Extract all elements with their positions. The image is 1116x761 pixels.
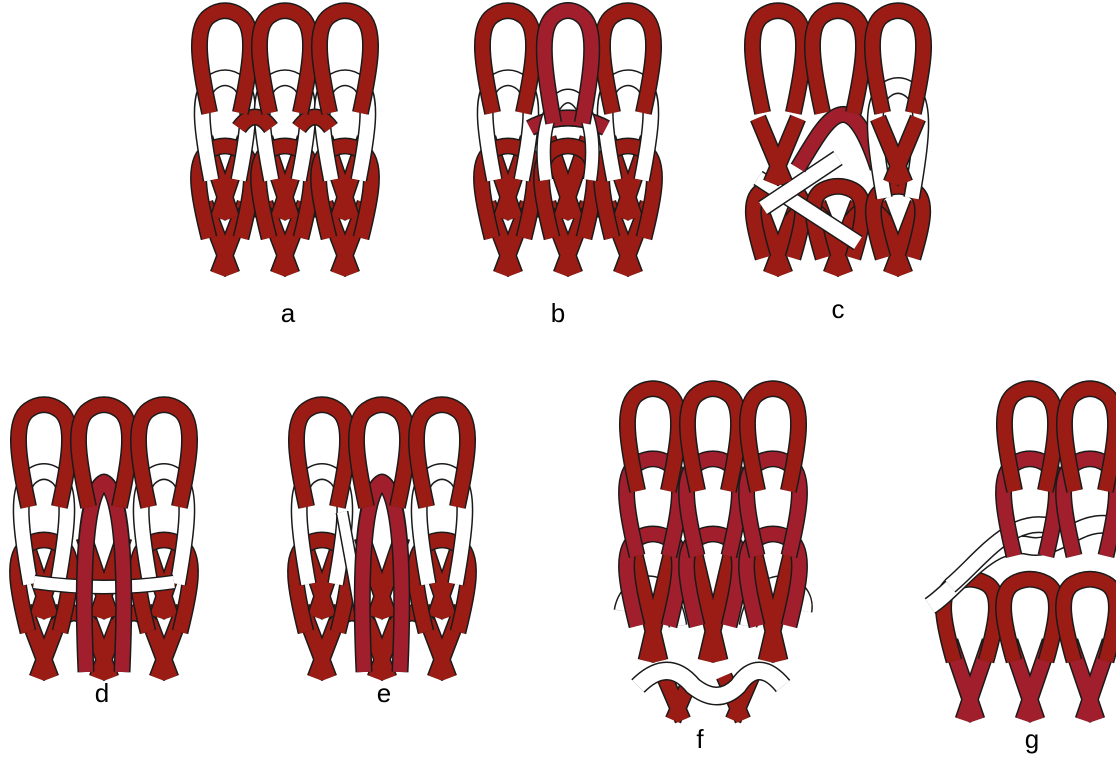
b-top-center bbox=[544, 11, 591, 123]
a-top-loop-3 bbox=[319, 11, 370, 113]
label-f: f bbox=[680, 724, 720, 754]
b-top-loop-2 bbox=[602, 11, 653, 113]
a-top-loop-1 bbox=[199, 11, 250, 113]
label-e: e bbox=[364, 678, 404, 708]
c-top-loop-3 bbox=[872, 11, 923, 113]
label-c: c bbox=[818, 294, 858, 324]
g-top-loop-1 bbox=[1004, 389, 1055, 491]
c-top-loop-2 bbox=[812, 11, 863, 113]
e-top-loop-3 bbox=[416, 405, 467, 507]
label-d: d bbox=[82, 678, 122, 708]
d-white-float bbox=[34, 582, 174, 587]
g-white-strand-1-outline bbox=[930, 524, 1116, 606]
d-top-loop-1 bbox=[18, 405, 69, 507]
stitch-diagram-d bbox=[4, 402, 204, 678]
f-top-loop-2 bbox=[687, 389, 738, 491]
e-top-loop-1 bbox=[296, 405, 347, 507]
a-top-loop-2 bbox=[259, 11, 310, 113]
stitch-diagram-b bbox=[468, 8, 668, 274]
stitch-diagram-a bbox=[185, 8, 385, 274]
label-g: g bbox=[1012, 724, 1052, 754]
stitch-diagram-c bbox=[738, 8, 938, 274]
f-top-loop-3 bbox=[747, 389, 798, 491]
f-top-loop-1 bbox=[627, 389, 678, 491]
g-top-loop-2 bbox=[1064, 389, 1115, 491]
label-a: a bbox=[268, 298, 308, 328]
g-row4-loop-2 bbox=[1004, 579, 1057, 661]
b-top-loop-1 bbox=[482, 11, 533, 113]
d-top-loop-3 bbox=[138, 405, 189, 507]
label-b: b bbox=[538, 298, 578, 328]
stitch-diagram-e bbox=[282, 402, 482, 678]
stitch-diagram-f bbox=[608, 386, 818, 720]
stitch-diagram-g bbox=[920, 386, 1116, 720]
c-top-loop-1 bbox=[752, 11, 803, 113]
